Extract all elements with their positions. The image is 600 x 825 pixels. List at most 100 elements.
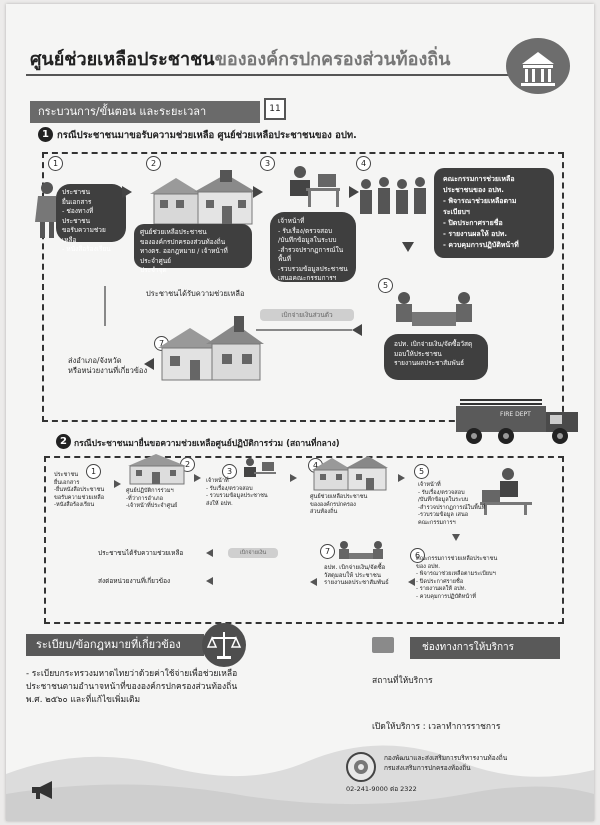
case1-number: 1 — [38, 127, 53, 142]
process-section-bar: กระบวนการ/ขั้นตอน และระยะเวลา — [30, 101, 260, 123]
arrow-left — [144, 358, 154, 370]
case2-s3-line: ส่งให้ อปท. — [206, 500, 233, 507]
case2-step-1: 1 — [86, 464, 101, 479]
case1-s5-line: อปท. เบิกจ่ายเงิน/จัดซื้อวัสดุ — [394, 340, 473, 348]
case1-officer-box: เจ้าหน้าที่ - รับเรื่อง/ตรวจสอบ /บันทึกข… — [270, 212, 356, 282]
officer-desk-icon — [290, 166, 340, 207]
case2-s2-line: -เจ้าหน้าที่ประจำศูนย์ — [126, 503, 178, 510]
case2-s6-line: ของ อปท. — [416, 563, 441, 570]
arrow-left — [352, 324, 362, 336]
case1-payment-status: เบิกจ่ายเงินส่วนตัว — [260, 309, 354, 321]
regulation-line: ประชาชนตามอำนาจหน้าที่ขององค์กรปกครองส่ว… — [26, 682, 238, 692]
case1-received: ประชาชนได้รับความช่วยเหลือ — [146, 289, 245, 298]
case2-s2-line: ศูนย์ปฏิบัติการร่วมฯ — [126, 488, 174, 494]
case2-s1-line: -ยื่นหนังสือประชาชน — [54, 487, 105, 494]
case1-s5-line: มอบให้ประชาชน — [394, 349, 442, 358]
case2-s1-line: -หนังสือร้องเรียน — [54, 502, 95, 509]
case1-payment-box: อปท. เบิกจ่ายเงิน/จัดซื้อวัสดุ มอบให้ประ… — [384, 334, 488, 380]
arrow-left — [408, 578, 415, 586]
case1-s1-line: ยื่นเอกสาร — [62, 197, 92, 206]
case1-title: กรณีประชาชนมาขอรับความช่วยเหลือ ศูนย์ช่ว… — [57, 130, 357, 141]
payment-meeting-icon — [396, 292, 472, 326]
case2-s3-line: เจ้าหน้าที่ — [206, 478, 229, 484]
case2-s6-line: - พิจารณาช่วยเหลือตามระเบียบฯ — [416, 571, 496, 578]
case2-received: ประชาชนได้รับความช่วยเหลือ — [98, 549, 184, 557]
case2-s7-line: รายงานผลประชาสัมพันธ์ — [324, 579, 389, 587]
house-icon — [158, 316, 264, 381]
case2-frame — [44, 456, 564, 624]
department-seal-icon — [346, 752, 376, 782]
case1-frame — [42, 152, 564, 422]
citizen-icon — [35, 182, 59, 238]
regulation-section-bar: ระเบียบ/ข้อกฎหมายที่เกี่ยวข้อง — [26, 634, 204, 656]
case1-s2-line: ทางตร. ออกฎหมาย / เจ้าหน้าที่ประจำศูนย์ — [140, 247, 228, 265]
footer-contact: กองพัฒนาและส่งเสริมการบริหารงานท้องถิ่น … — [384, 754, 507, 773]
case1-s3-line: -รวบรวมข้อมูลประชาชน — [278, 264, 348, 273]
case2-step-5: 5 — [414, 464, 429, 479]
case1-s4-line: - พิจารณาช่วยเหลือตาม — [443, 197, 517, 205]
case2-title: กรณีประชาชนมายื่นขอความช่วยเหลือศูนย์ปฏิ… — [74, 439, 340, 449]
fire-truck-icon — [456, 399, 578, 444]
case1-other-agency: ส่งอำเภอ/จังหวัด หรือหน่วยงานที่เกี่ยวข้… — [68, 356, 147, 376]
case2-s5-line: - รับเรื่อง/ตรวจสอบ — [418, 489, 465, 496]
regulation-text: - ระเบียบกระทรวงมหาดไทยว่าด้วยค่าใช้จ่าย… — [26, 668, 237, 707]
case1-step-3: 3 — [260, 156, 275, 171]
arrow-right — [349, 186, 359, 198]
case2-officer2-text: เจ้าหน้าที่ - รับเรื่อง/ตรวจสอบ /บันทึกข… — [418, 482, 485, 528]
case1-s3-line: เจ้าหน้าที่ — [278, 217, 305, 225]
case2-s6-line: คณะกรรมการช่วยเหลือประชาชน — [416, 556, 498, 562]
case1-s1-line: - ช่องทางที่ประชาชน — [62, 207, 94, 225]
case2-officer-text: เจ้าหน้าที่ - รับเรื่อง/ตรวจสอบ - รวบรวม… — [206, 478, 268, 508]
case1-s2-line: ศูนย์ช่วยเหลือประชาชน — [140, 228, 207, 236]
local-office-building-icon — [150, 170, 256, 225]
case2-citizen-text: ประชาชน ยื่นเอกสาร -ยื่นหนังสือประชาชน ข… — [54, 472, 104, 510]
arrow-right — [290, 474, 297, 482]
service-place: สถานที่ให้บริการ — [372, 676, 433, 686]
case2-step-3: 3 — [222, 464, 237, 479]
case1-step-5: 5 — [378, 278, 393, 293]
connector-line — [256, 329, 352, 331]
case2-s3-line: - รับเรื่อง/ตรวจสอบ — [206, 485, 253, 492]
case2-other-agency: ส่งต่อหน่วยงานที่เกี่ยวข้อง — [98, 577, 171, 585]
case2-committee-text: คณะกรรมการช่วยเหลือประชาชน ของ อปท. - พิ… — [416, 556, 497, 602]
case1-s4-line: คณะกรรมการช่วยเหลือ — [443, 175, 515, 183]
arrow-left — [206, 549, 213, 557]
case1-s1-line: ขอรับความช่วยเหลือ — [62, 226, 106, 244]
case1-s4-line: ประชาชนของ อปท. — [443, 186, 504, 194]
scales-of-justice-icon — [202, 623, 246, 667]
case1-s3-line: - รับเรื่อง/ตรวจสอบ — [278, 226, 333, 235]
arrow-right — [114, 480, 121, 488]
committee-group-icon — [360, 177, 426, 214]
case2-s5-line: -สำรวจปรากฏการณ์ในพื้นที่ — [418, 504, 486, 511]
case2-joint-center-text: ศูนย์ปฏิบัติการร่วมฯ -ที่ว่าการอำเภอ -เจ… — [126, 488, 177, 511]
officer-desk-icon — [244, 458, 276, 477]
arrow-left — [310, 578, 317, 586]
case2-payment-status: เบิกจ่ายเงิน — [228, 548, 278, 558]
case2-s6-line: - ควบคุมการปฏิบัติหน้าที่ — [416, 593, 477, 600]
case1-s2-line: ขององค์กรปกครองส่วนท้องถิ่น — [140, 237, 226, 246]
service-channel-icon — [372, 637, 394, 653]
calendar-icon: 11 — [264, 98, 286, 120]
people-meeting-icon — [339, 541, 383, 559]
case2-s4-line: ส่วนท้องถิ่น — [310, 509, 338, 516]
case2-s5-line: /บันทึกข้อมูลในระบบ — [418, 497, 469, 504]
case2-s1-line: ขอรับความช่วยเหลือ — [54, 494, 105, 501]
title-main: ศูนย์ช่วยเหลือประชาชน — [30, 49, 215, 70]
case1-s1-line: - หนังสือร้องเรียน — [62, 245, 111, 253]
service-section-bar: ช่องทางการให้บริการ — [410, 637, 560, 659]
case2-s7-line: อปท. เบิกจ่ายเงิน/จัดซื้อ — [324, 564, 386, 571]
poster-sheet: ศูนย์ช่วยเหลือประชาชนขององค์กรปกครองส่วน… — [6, 4, 594, 821]
title-underline — [26, 74, 526, 76]
officer-computer-icon — [480, 468, 532, 515]
case2-s1-line: ประชาชน — [54, 472, 79, 478]
case1-step-2: 2 — [146, 156, 161, 171]
case2-local-center-text: ศูนย์ช่วยเหลือประชาชน ขององค์กรปกครอง ส่… — [310, 494, 367, 517]
case2-s4-line: ขององค์กรปกครอง — [310, 501, 356, 508]
case1-step-1: 1 — [48, 156, 63, 171]
case1-step-4: 4 — [356, 156, 371, 171]
case1-other-line: หรือหน่วยงานที่เกี่ยวข้อง — [68, 366, 148, 375]
case1-s3-line: -สำรวจปรากฏการณ์ในพื้นที่ — [278, 245, 344, 264]
mountain-landscape-graphic — [6, 745, 594, 821]
case1-s2-line: ประจำจุด — [140, 266, 167, 274]
connector-line — [104, 286, 106, 326]
